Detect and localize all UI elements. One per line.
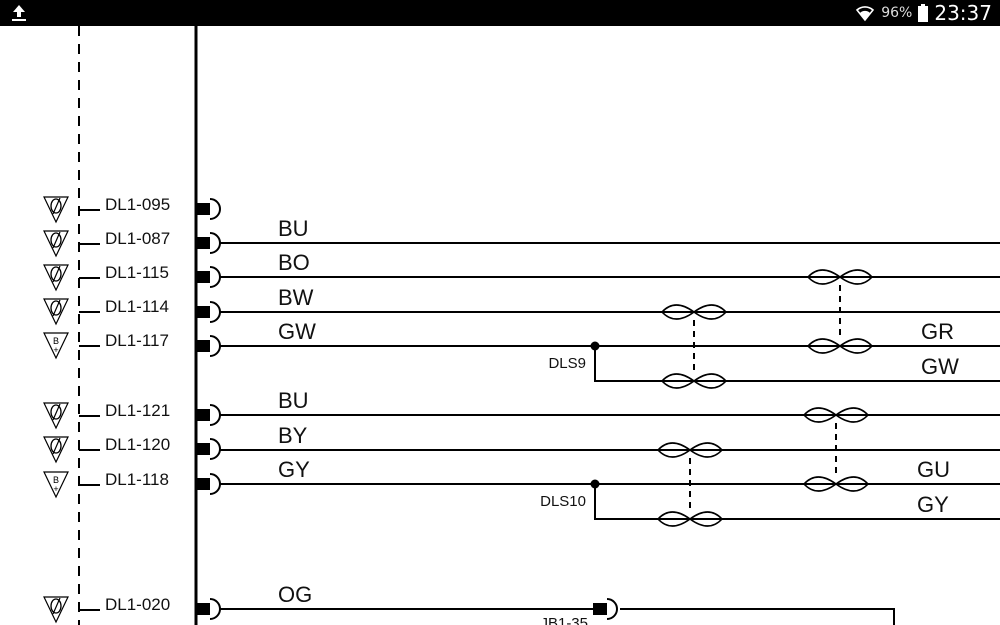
battery-percent: 96% — [881, 5, 913, 21]
wire-label-right: GY — [917, 492, 949, 517]
wiring-diagram: B + B + DL1-095 DL1-087 DL1-115 DL1-114 … — [43, 26, 1000, 625]
wire-label-right: GR — [921, 319, 954, 344]
connector-label: DL1-020 — [105, 595, 170, 614]
wire-label: GW — [278, 319, 316, 344]
svg-text:B: B — [53, 475, 59, 485]
svg-text:+: + — [53, 484, 58, 494]
wire-label-right: GW — [921, 354, 959, 379]
connector-symbol-8 — [43, 596, 100, 624]
pin-terminal — [196, 335, 221, 357]
splice-dot — [590, 341, 600, 351]
wire — [594, 346, 1000, 382]
battery-icon — [918, 4, 929, 22]
clock-time: 23:37 — [934, 1, 992, 25]
connector-symbol-2 — [43, 264, 100, 292]
pin-terminal — [196, 473, 221, 495]
wire-label: BW — [278, 285, 314, 310]
wire-label: BU — [278, 388, 309, 413]
connector-label: DL1-117 — [105, 331, 169, 350]
inline-connector — [593, 598, 618, 620]
splice-dot — [590, 479, 600, 489]
pin-terminal — [196, 198, 221, 220]
connector-symbol-0 — [43, 196, 100, 224]
pin-terminal — [196, 301, 221, 323]
wire-label: BO — [278, 250, 310, 275]
pin-terminal — [196, 232, 221, 254]
svg-text:B: B — [53, 336, 59, 346]
splice-label: DLS9 — [548, 355, 586, 372]
connector-symbol-3 — [43, 298, 100, 326]
inline-connector-label: JB1-35 — [540, 615, 588, 625]
wifi-icon — [856, 6, 875, 22]
pin-terminal — [196, 438, 221, 460]
connector-symbol-4: B + — [43, 332, 100, 360]
pin-terminal — [196, 266, 221, 288]
wire-label: BY — [278, 423, 308, 448]
connector-label: DL1-118 — [105, 470, 169, 489]
connector-label: DL1-095 — [105, 195, 170, 214]
connector-symbol-1 — [43, 230, 100, 258]
pin-terminal — [196, 598, 221, 620]
wire-label: GY — [278, 457, 310, 482]
connector-symbol-5 — [43, 402, 100, 430]
connector-label: DL1-120 — [105, 435, 170, 454]
wire-label: BU — [278, 216, 309, 241]
wire-label: OG — [278, 582, 312, 607]
svg-text:+: + — [53, 345, 58, 355]
connector-label: DL1-121 — [105, 401, 170, 420]
pin-terminal — [196, 404, 221, 426]
twist-symbol — [656, 269, 874, 527]
connector-symbol-6 — [43, 436, 100, 464]
wire — [620, 608, 895, 625]
wire — [594, 484, 1000, 520]
status-bar: 96% 23:37 — [0, 0, 1000, 26]
wire-label-right: GU — [917, 457, 950, 482]
upload-icon — [12, 5, 26, 21]
connector-label: DL1-087 — [105, 229, 170, 248]
connector-symbol-7: B + — [43, 471, 100, 499]
splice-label: DLS10 — [540, 493, 586, 510]
connector-label: DL1-114 — [105, 297, 169, 316]
connector-label: DL1-115 — [105, 263, 169, 282]
